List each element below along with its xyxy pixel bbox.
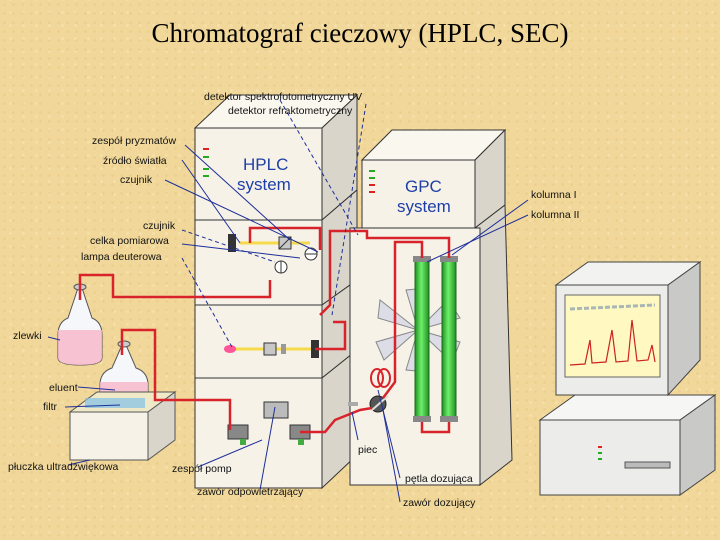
label-measurement-cell: celka pomiarowa bbox=[90, 235, 169, 247]
label-pump-assembly: zespół pomp bbox=[172, 463, 232, 475]
label-waste-beakers: zlewki bbox=[13, 330, 42, 342]
gpc-system-label: GPC system bbox=[397, 177, 451, 216]
hplc-tower bbox=[193, 93, 359, 490]
uv-detector-optics bbox=[228, 234, 318, 274]
page-title: Chromatograf cieczowy (HPLC, SEC) bbox=[151, 18, 569, 48]
column-2 bbox=[441, 257, 457, 421]
computer-workstation bbox=[538, 261, 717, 496]
hplc-system-label: HPLC system bbox=[237, 155, 293, 194]
label-sensor-mid: czujnik bbox=[143, 220, 176, 232]
label-light-source: źródło światła bbox=[103, 155, 167, 167]
label-eluent: eluent bbox=[49, 382, 78, 394]
label-filter: filtr bbox=[43, 401, 58, 413]
label-ri-detector: detektor refraktometryczny bbox=[228, 105, 353, 117]
label-ultrasonic-bath: płuczka ultradźwiękowa bbox=[8, 461, 118, 473]
label-purge-valve: zawór odpowietrzający bbox=[197, 486, 304, 498]
waste-bottle bbox=[57, 283, 103, 366]
label-deuterium-lamp: lampa deuterowa bbox=[81, 251, 162, 263]
label-column-1: kolumna I bbox=[531, 189, 577, 201]
leader-lines bbox=[47, 99, 529, 503]
label-injection-valve: zawór dozujący bbox=[403, 497, 476, 509]
pump-assembly bbox=[227, 401, 311, 445]
label-oven: piec bbox=[358, 444, 377, 456]
flow-lines bbox=[78, 226, 451, 434]
injection-loop bbox=[370, 368, 391, 388]
column-1 bbox=[414, 257, 430, 421]
ultrasonic-bath bbox=[68, 391, 177, 461]
label-injection-loop: pętla dozująca bbox=[405, 473, 473, 485]
label-prism-assembly: zespół pryzmatów bbox=[92, 135, 176, 147]
label-uv-detector: detektor spektrofotometryczny UV bbox=[204, 91, 362, 103]
label-column-2: kolumna II bbox=[531, 209, 579, 221]
label-sensor-top: czujnik bbox=[120, 174, 153, 186]
